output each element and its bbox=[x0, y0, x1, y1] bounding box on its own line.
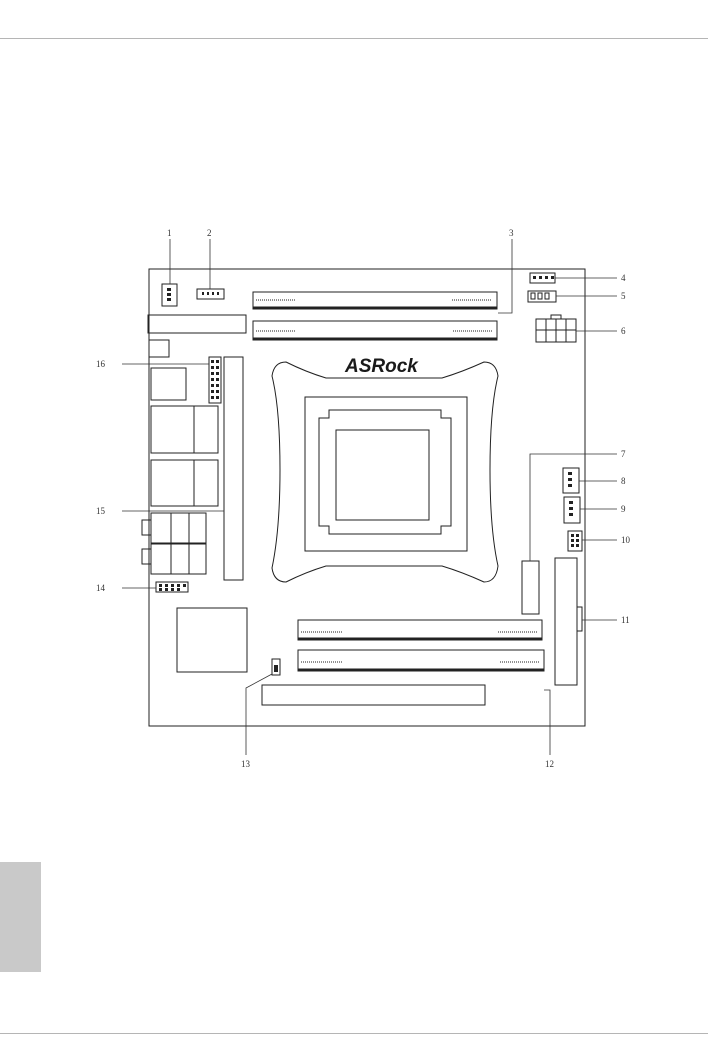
callout-4: 4 bbox=[621, 273, 626, 283]
rear-io-jack-2 bbox=[142, 549, 151, 564]
header-10 bbox=[568, 531, 582, 551]
callout-8: 8 bbox=[621, 476, 626, 486]
header-10-pins bbox=[571, 534, 579, 547]
dimm-slot-a-bar bbox=[253, 307, 497, 309]
fan-header-9-pins bbox=[569, 501, 573, 516]
callout-2: 2 bbox=[207, 228, 212, 238]
dimm-slot-c-bar bbox=[298, 638, 542, 640]
callout-13: 13 bbox=[241, 759, 251, 769]
cpu-socket-frame bbox=[272, 362, 498, 582]
header-14-pins bbox=[159, 584, 186, 591]
header-16-pins bbox=[211, 360, 219, 399]
callout-14: 14 bbox=[96, 583, 106, 593]
chipset-block bbox=[177, 608, 247, 672]
rear-io-block-5 bbox=[151, 544, 206, 574]
fan-header-2-pins bbox=[202, 292, 219, 295]
atx-power-tab bbox=[577, 607, 582, 631]
header-4-pins bbox=[533, 276, 554, 279]
header-5-pins bbox=[531, 293, 549, 299]
fan-header-8-pins bbox=[568, 472, 572, 487]
rear-io-small-block bbox=[149, 340, 169, 357]
callout-12: 12 bbox=[545, 759, 554, 769]
callout-3: 3 bbox=[509, 228, 514, 238]
leader-lines bbox=[122, 239, 617, 755]
cpu-fan-header-pins bbox=[167, 288, 171, 301]
m2-slot bbox=[522, 561, 539, 614]
vertical-slot bbox=[224, 357, 243, 580]
rear-io-jack-1 bbox=[142, 520, 151, 535]
rear-io-block-2 bbox=[151, 406, 194, 453]
callout-1: 1 bbox=[167, 228, 172, 238]
atx-power-connector bbox=[555, 558, 577, 685]
callout-11: 11 bbox=[621, 615, 630, 625]
rear-io-block-1 bbox=[151, 368, 186, 400]
callout-5: 5 bbox=[621, 291, 626, 301]
callout-6: 6 bbox=[621, 326, 626, 336]
header-16 bbox=[209, 357, 221, 403]
fan-header-2 bbox=[197, 289, 224, 299]
dimm-slot-b bbox=[253, 321, 497, 340]
rear-io-block-3b bbox=[194, 460, 218, 506]
rear-io-top-block bbox=[148, 315, 246, 333]
pcie-slot bbox=[262, 685, 485, 705]
dimm-slot-b-bar bbox=[253, 338, 497, 340]
cpu-die bbox=[336, 430, 429, 520]
rear-io-block-3 bbox=[151, 460, 194, 506]
rear-io-block-2b bbox=[194, 406, 218, 453]
dimm-slot-d bbox=[298, 650, 544, 671]
cpu-socket-inner bbox=[319, 410, 451, 534]
dimm-slot-c bbox=[298, 620, 542, 640]
jumper-13-cap bbox=[274, 665, 278, 672]
callout-16: 16 bbox=[96, 359, 106, 369]
callout-7: 7 bbox=[621, 449, 626, 459]
callout-15: 15 bbox=[96, 506, 106, 516]
atx-12v-power-clip bbox=[551, 315, 561, 319]
callout-9: 9 bbox=[621, 504, 626, 514]
rear-io-block-4 bbox=[151, 513, 206, 543]
callout-10: 10 bbox=[621, 535, 631, 545]
dimm-slot-d-bar bbox=[298, 669, 544, 671]
asrock-logo: ASRock bbox=[344, 356, 419, 377]
